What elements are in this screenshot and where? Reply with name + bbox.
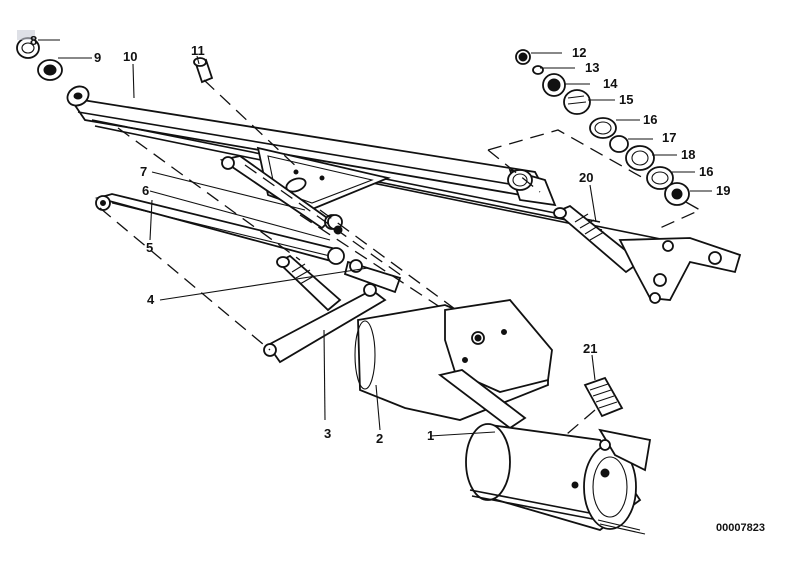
callout-15[interactable]: 15 [619,92,634,107]
callout-10[interactable]: 10 [123,49,138,64]
part-spring[interactable] [559,376,624,441]
callout-19[interactable]: 19 [716,183,731,198]
callout-18[interactable]: 18 [681,147,696,162]
leader-lines [38,39,712,437]
callout-20[interactable]: 20 [579,170,594,185]
callout-3[interactable]: 3 [324,426,332,441]
callout-5[interactable]: 5 [146,240,154,255]
callout-13[interactable]: 13 [585,60,600,75]
callout-9[interactable]: 9 [94,50,102,65]
callout-17[interactable]: 17 [662,130,677,145]
part-caps[interactable] [16,37,63,81]
part-lower-rail [91,119,691,246]
part-right-spindle[interactable] [553,204,742,304]
part-hardware-stack[interactable] [515,49,690,206]
callout-12[interactable]: 12 [572,45,587,60]
callout-16-a[interactable]: 16 [643,112,658,127]
callout-8[interactable]: 8 [30,33,38,48]
callout-7[interactable]: 7 [140,164,148,179]
callout-21[interactable]: 21 [583,341,598,356]
part-frame-tube[interactable] [64,83,557,207]
part-wiper-motor[interactable] [465,423,652,535]
part-left-spindle[interactable] [276,254,342,312]
callout-11[interactable]: 11 [191,43,205,58]
callout-1[interactable]: 1 [427,428,435,443]
assembly-bracket-right [487,129,702,229]
callout-4[interactable]: 4 [147,292,155,307]
part-motor-housing[interactable] [354,299,553,430]
callout-6[interactable]: 6 [142,183,150,198]
part-screw[interactable] [193,57,301,171]
selection-highlight [17,30,35,40]
diagram-id: 00007823 [716,522,765,534]
callout-14[interactable]: 14 [603,76,618,91]
callout-2[interactable]: 2 [376,431,384,446]
callout-16-b[interactable]: 16 [699,164,714,179]
